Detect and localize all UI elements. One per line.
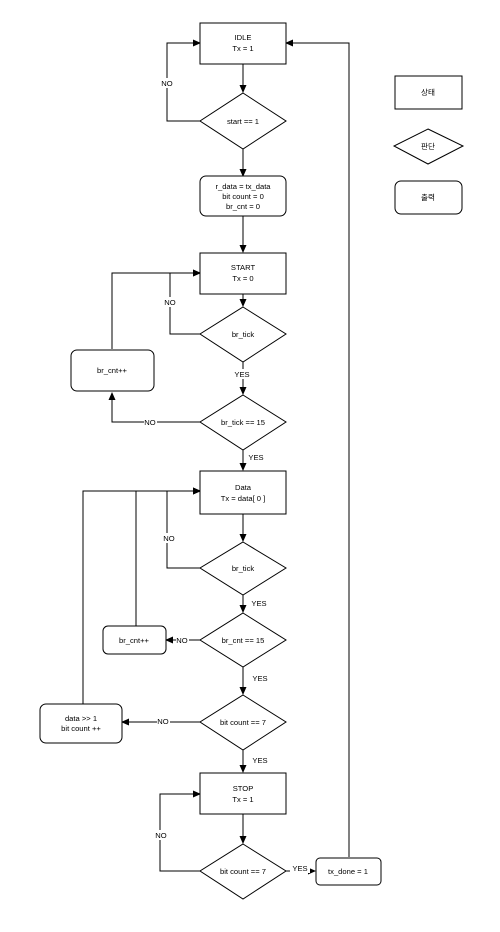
decision-br-tick-start-text: br_tick	[232, 330, 255, 339]
output-tx-done-text: tx_done = 1	[328, 867, 368, 876]
output-br-cnt-inc-start-text: br_cnt++	[97, 366, 128, 375]
label-no: NO	[164, 298, 175, 307]
output-shift-line: bit count ++	[61, 724, 101, 733]
output-init-line: br_cnt = 0	[226, 202, 260, 211]
state-idle-action: Tx = 1	[232, 44, 253, 53]
label-yes: YES	[252, 756, 267, 765]
label-no: NO	[163, 534, 174, 543]
output-br-cnt-inc-data-text: br_cnt++	[119, 636, 150, 645]
edge-data-br-tick-no	[166, 487, 201, 569]
edge-br-cnt-inc-to-start	[111, 269, 201, 349]
state-data: Data Tx = data[ 0 ]	[199, 470, 287, 515]
label-no: NO	[144, 418, 155, 427]
edge-br-cnt-inc-to-data	[135, 487, 201, 626]
output-tx-done: tx_done = 1	[315, 857, 382, 886]
decision-br-tick-start: br_tick	[199, 306, 287, 363]
label-yes: YES	[292, 864, 307, 873]
state-stop-name: STOP	[233, 784, 254, 793]
state-start-action: Tx = 0	[232, 274, 253, 283]
decision-br-cnt-eq-15: br_cnt == 15	[199, 612, 287, 668]
output-shift-line: data >> 1	[65, 714, 97, 723]
label-no: NO	[157, 717, 168, 726]
state-idle-name: IDLE	[235, 33, 252, 42]
state-start: START Tx = 0	[199, 252, 287, 295]
state-idle: IDLE Tx = 1	[199, 22, 287, 65]
decision-bit-count-eq-7-stop: bit count == 7	[199, 843, 287, 900]
output-br-cnt-inc-data: br_cnt++	[102, 625, 167, 655]
state-data-name: Data	[235, 483, 252, 492]
decision-br-tick-eq-15-text: br_tick == 15	[221, 418, 265, 427]
decision-br-tick-eq-15: br_tick == 15	[199, 394, 287, 451]
edge-tx-done-to-idle	[285, 39, 350, 857]
decision-br-tick-data-text: br_tick	[232, 564, 255, 573]
output-shift: data >> 1 bit count ++	[39, 703, 123, 744]
label-no: NO	[176, 636, 187, 645]
output-br-cnt-inc-start: br_cnt++	[70, 349, 155, 392]
label-no: NO	[155, 831, 166, 840]
legend-output: 출력	[394, 180, 463, 215]
edge-labels: NO NO YES NO YES NO YES NO YES NO YES NO…	[144, 78, 310, 873]
decision-bit-count-eq-7-stop-text: bit count == 7	[220, 867, 266, 876]
legend-state: 상태	[394, 75, 463, 110]
legend-state-label: 상태	[421, 87, 435, 97]
decision-bit-count-eq-7-data: bit count == 7	[199, 694, 287, 751]
label-yes: YES	[234, 370, 249, 379]
legend-output-label: 출력	[421, 192, 435, 202]
legend-decision-label: 판단	[421, 141, 435, 151]
output-init-line: bit count = 0	[222, 192, 264, 201]
edge-shift-to-data	[82, 487, 201, 704]
state-stop: STOP Tx = 1	[199, 772, 287, 815]
decision-br-tick-data: br_tick	[199, 541, 287, 596]
legend-decision: 판단	[392, 128, 465, 165]
decision-br-cnt-eq-15-text: br_cnt == 15	[222, 636, 265, 645]
edges	[82, 39, 350, 875]
state-data-action: Tx = data[ 0 ]	[221, 494, 266, 503]
state-stop-action: Tx = 1	[232, 795, 253, 804]
edge-br-tick-15-no	[108, 392, 200, 423]
label-yes: YES	[252, 674, 267, 683]
label-yes: YES	[251, 599, 266, 608]
state-start-name: START	[231, 263, 256, 272]
decision-bit-count-eq-7-data-text: bit count == 7	[220, 718, 266, 727]
decision-start-eq-1-text: start == 1	[227, 117, 259, 126]
legend: 상태 판단 출력	[392, 75, 465, 215]
output-init-line: r_data = tx_data	[215, 182, 271, 191]
output-init: r_data = tx_data bit count = 0 br_cnt = …	[199, 175, 287, 217]
label-no: NO	[161, 79, 172, 88]
decision-start-eq-1: start == 1	[199, 92, 287, 150]
label-yes: YES	[248, 453, 263, 462]
